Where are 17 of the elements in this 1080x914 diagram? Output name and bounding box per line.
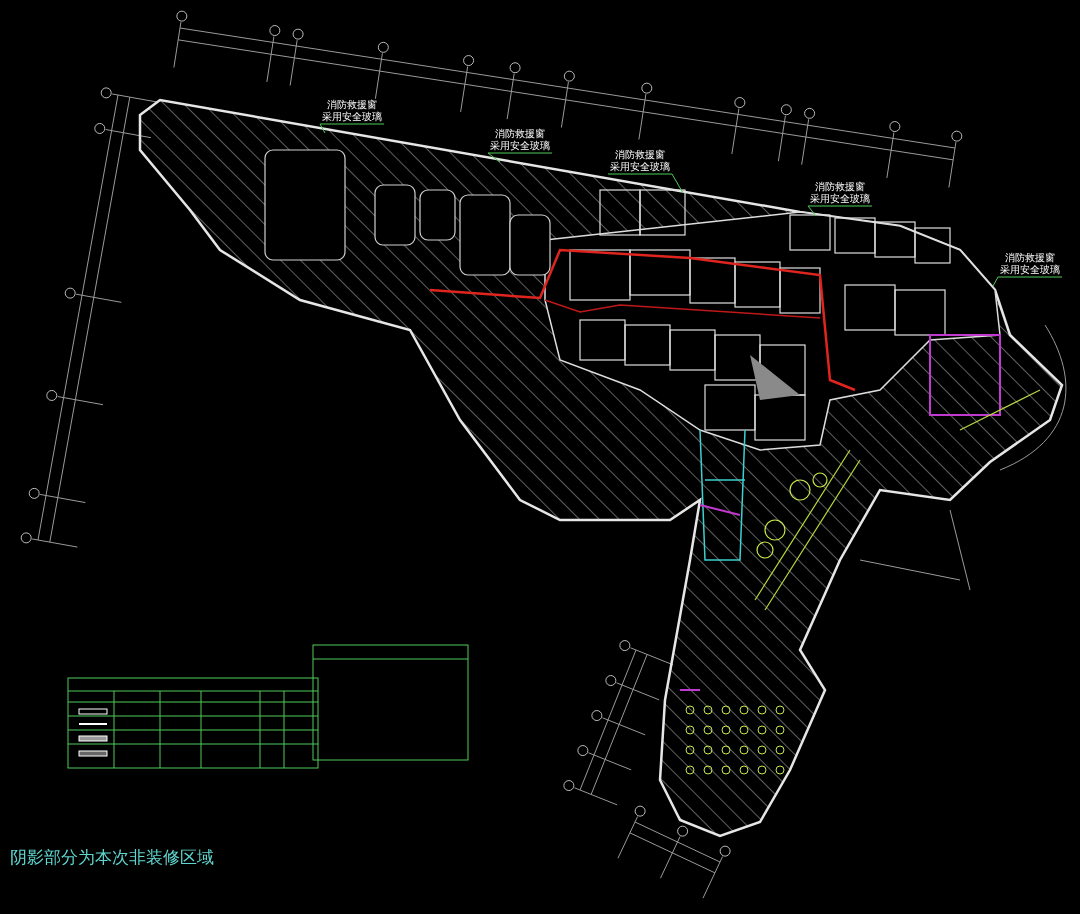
leader-line xyxy=(807,205,873,217)
callout-text: 采用安全玻璃 xyxy=(610,161,670,173)
floor-plan-drawing xyxy=(138,98,1064,838)
callout-text: 采用安全玻璃 xyxy=(322,111,382,123)
leader-line xyxy=(607,173,684,194)
callout-text: 消防救援窗 xyxy=(1005,252,1055,264)
callout-text: 消防救援窗 xyxy=(495,128,545,140)
callout-text: 采用安全玻璃 xyxy=(490,140,550,152)
callout-text: 消防救援窗 xyxy=(815,181,865,193)
callout-text: 采用安全玻璃 xyxy=(810,193,870,205)
note-text: 阴影部分为本次非装修区域 xyxy=(10,846,214,869)
callout-text: 采用安全玻璃 xyxy=(1000,264,1060,276)
callout-text: 消防救援窗 xyxy=(327,99,377,111)
callout-text: 消防救援窗 xyxy=(615,149,665,161)
leader-line xyxy=(992,276,1063,287)
leader-line xyxy=(319,123,385,134)
leader-line xyxy=(487,152,553,163)
